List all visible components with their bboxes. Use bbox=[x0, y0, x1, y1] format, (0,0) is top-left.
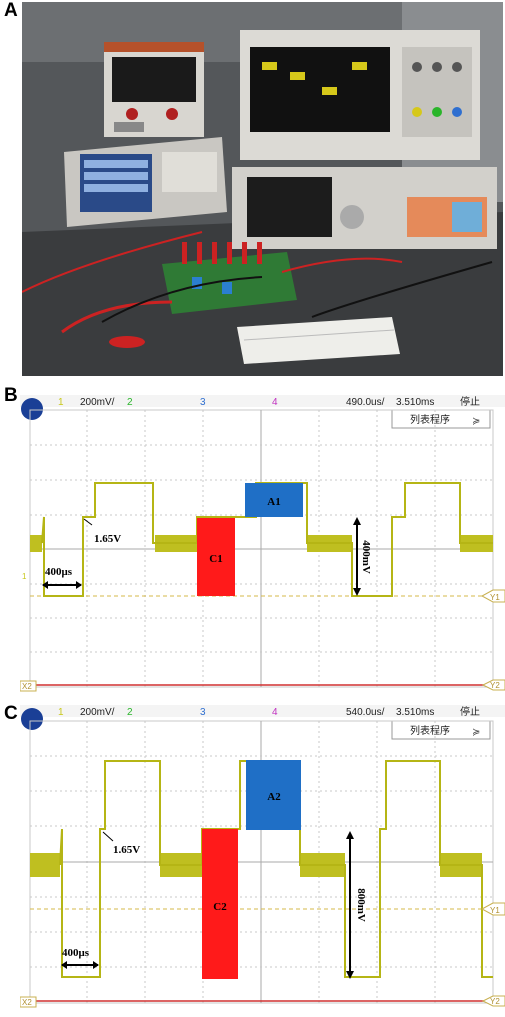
discharge-box-a1 bbox=[245, 483, 303, 517]
charge-box-label: C2 bbox=[213, 901, 227, 913]
run-state: 停止 bbox=[460, 705, 480, 718]
svg-text:1.65V: 1.65V bbox=[113, 844, 140, 856]
function-generator bbox=[232, 167, 497, 249]
svg-text:400μs: 400μs bbox=[62, 947, 90, 959]
ground-marker: 1 bbox=[22, 572, 27, 581]
time-span-annotation: 400μs bbox=[61, 947, 99, 969]
oscilloscope bbox=[240, 30, 480, 160]
discharge-box-a2 bbox=[246, 760, 301, 830]
source-meter bbox=[64, 137, 227, 227]
power-supply bbox=[104, 42, 204, 137]
run-state: 停止 bbox=[460, 395, 480, 408]
amplitude-annotation: 800mV bbox=[346, 831, 367, 979]
y2-marker: Y2 bbox=[481, 995, 505, 1007]
vertical-scale: 200mV/ bbox=[80, 397, 115, 408]
scope-screen-c: 1 200mV/ 2 3 4 540.0us/ 3.510ms 停止 列表程序 … bbox=[20, 705, 505, 1015]
scope-logo-icon bbox=[21, 398, 43, 420]
svg-text:Y2: Y2 bbox=[490, 681, 500, 690]
svg-text:X2: X2 bbox=[22, 998, 32, 1007]
charge-box-c2 bbox=[202, 829, 238, 979]
svg-text:Y1: Y1 bbox=[490, 906, 500, 915]
svg-text:Y2: Y2 bbox=[490, 997, 500, 1006]
trigger-delay: 3.510ms bbox=[396, 707, 434, 718]
svg-text:400μs: 400μs bbox=[45, 566, 73, 578]
svg-text:Y1: Y1 bbox=[490, 593, 500, 602]
lab-setup-photo bbox=[22, 2, 503, 376]
voltage-annotation: 1.65V bbox=[102, 831, 140, 856]
voltage-annotation: 1.65V bbox=[83, 518, 121, 545]
discharge-box-label: A2 bbox=[267, 791, 281, 803]
scope-screen-b: 1 200mV/ 2 3 4 490.0us/ 3.510ms 停止 列表程序 … bbox=[20, 395, 505, 697]
trigger-marker: Y1 bbox=[480, 589, 505, 603]
ch2-indicator: 2 bbox=[127, 707, 133, 718]
list-program-label: 列表程序 bbox=[410, 724, 450, 737]
timebase: 490.0us/ bbox=[346, 397, 385, 408]
trigger-delay: 3.510ms bbox=[396, 397, 434, 408]
scope-logo-icon bbox=[21, 708, 43, 730]
ch2-indicator: 2 bbox=[127, 397, 133, 408]
chevron-down-icon[interactable]: ≽ bbox=[472, 416, 480, 427]
trigger-marker: Y1 bbox=[480, 902, 505, 916]
discharge-box-label: A1 bbox=[267, 496, 280, 508]
panel-letter-c: C bbox=[4, 703, 18, 724]
list-program-label: 列表程序 bbox=[410, 413, 450, 426]
chevron-down-icon[interactable]: ≽ bbox=[472, 727, 480, 738]
breadboard bbox=[237, 317, 400, 364]
svg-text:1.65V: 1.65V bbox=[94, 533, 121, 545]
svg-text:X2: X2 bbox=[22, 682, 32, 691]
svg-text:800mV: 800mV bbox=[355, 888, 367, 922]
timebase: 540.0us/ bbox=[346, 707, 385, 718]
ch1-indicator: 1 bbox=[58, 707, 64, 718]
svg-text:400mV: 400mV bbox=[360, 540, 372, 574]
charge-box-c1 bbox=[197, 518, 235, 596]
x2-marker: X2 bbox=[20, 680, 37, 692]
charge-box-label: C1 bbox=[209, 553, 222, 565]
time-span-annotation: 400μs bbox=[42, 566, 82, 589]
y2-marker: Y2 bbox=[481, 679, 505, 691]
panel-letter-b: B bbox=[4, 385, 18, 406]
test-pcb bbox=[162, 242, 297, 314]
ch4-indicator: 4 bbox=[272, 397, 278, 408]
panel-letter-a: A bbox=[4, 0, 18, 21]
amplitude-annotation: 400mV bbox=[353, 517, 372, 596]
ch4-indicator: 4 bbox=[272, 707, 278, 718]
x2-marker: X2 bbox=[20, 996, 37, 1008]
ch3-indicator: 3 bbox=[200, 397, 206, 408]
ch3-indicator: 3 bbox=[200, 707, 206, 718]
ch1-indicator: 1 bbox=[58, 397, 64, 408]
vertical-scale: 200mV/ bbox=[80, 707, 115, 718]
